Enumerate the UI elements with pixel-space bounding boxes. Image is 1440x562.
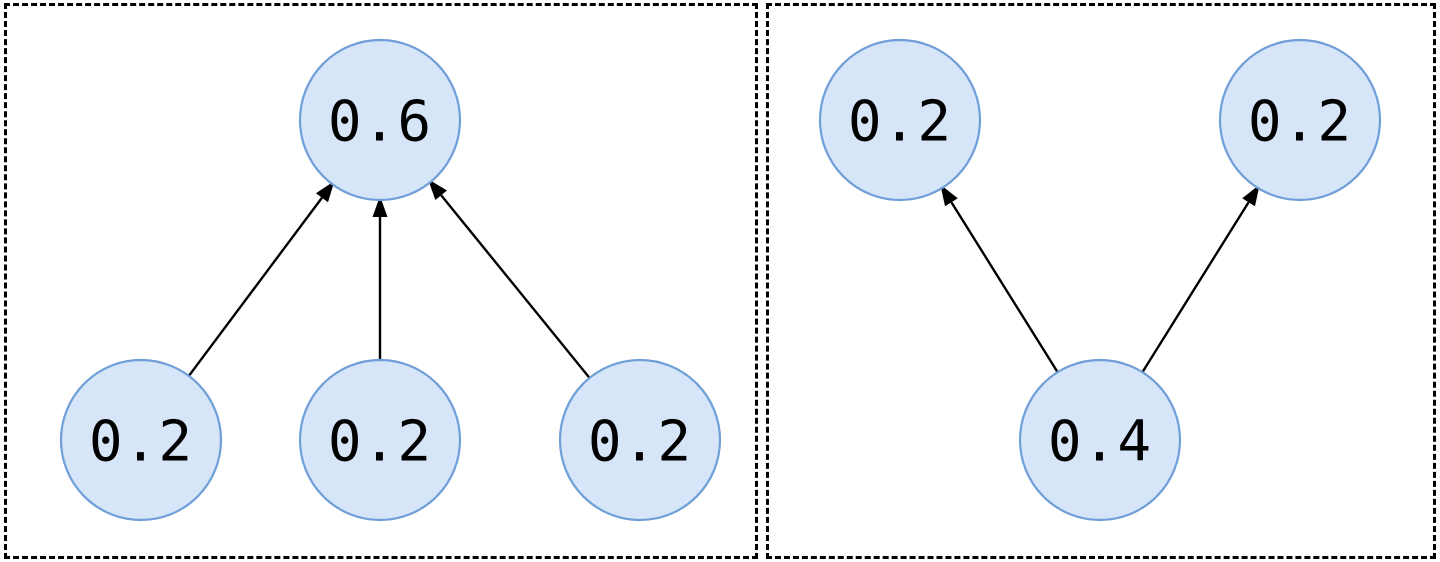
node-L-bot-3[interactable]: 0.2 (558, 358, 722, 522)
edge-L-bot-2-to-L-top (372, 196, 388, 366)
edge-L-bot-3-to-L-top (427, 178, 595, 384)
node-L-bot-2[interactable]: 0.2 (298, 358, 462, 522)
edges-group (184, 178, 1260, 384)
node-circle[interactable] (1218, 38, 1382, 202)
edge-R-bot-to-R-top-2 (1138, 184, 1260, 378)
node-label: 0.2 (588, 410, 692, 475)
node-label: 0.2 (328, 410, 432, 475)
arrow-head-icon (315, 180, 335, 203)
edge-L-bot-1-to-L-top (184, 180, 335, 382)
node-R-bot[interactable]: 0.4 (1018, 358, 1182, 522)
node-label: 0.2 (1248, 90, 1352, 155)
node-label: 0.4 (1048, 410, 1152, 475)
node-L-bot-1[interactable]: 0.2 (59, 358, 223, 522)
arrow-head-icon (1242, 184, 1260, 207)
arrow-head-icon (372, 196, 388, 217)
node-circle[interactable] (298, 38, 462, 202)
node-label: 0.2 (848, 90, 952, 155)
node-label: 0.2 (89, 410, 193, 475)
node-circle[interactable] (298, 358, 462, 522)
node-circle[interactable] (59, 358, 223, 522)
panel-left (4, 3, 758, 559)
nodes-group: 0.6 0.2 0.2 0.2 0.2 0.2 0.4 (59, 38, 1382, 522)
node-circle[interactable] (818, 38, 982, 202)
node-R-top-1[interactable]: 0.2 (818, 38, 982, 202)
arrow-head-icon (940, 184, 958, 207)
edge-R-bot-to-R-top-1 (940, 184, 1062, 378)
node-circle[interactable] (1018, 358, 1182, 522)
node-label: 0.6 (328, 90, 432, 155)
node-R-top-2[interactable]: 0.2 (1218, 38, 1382, 202)
node-circle[interactable] (558, 358, 722, 522)
arrow-head-icon (427, 178, 447, 201)
panel-right (766, 3, 1436, 559)
node-L-top[interactable]: 0.6 (298, 38, 462, 202)
